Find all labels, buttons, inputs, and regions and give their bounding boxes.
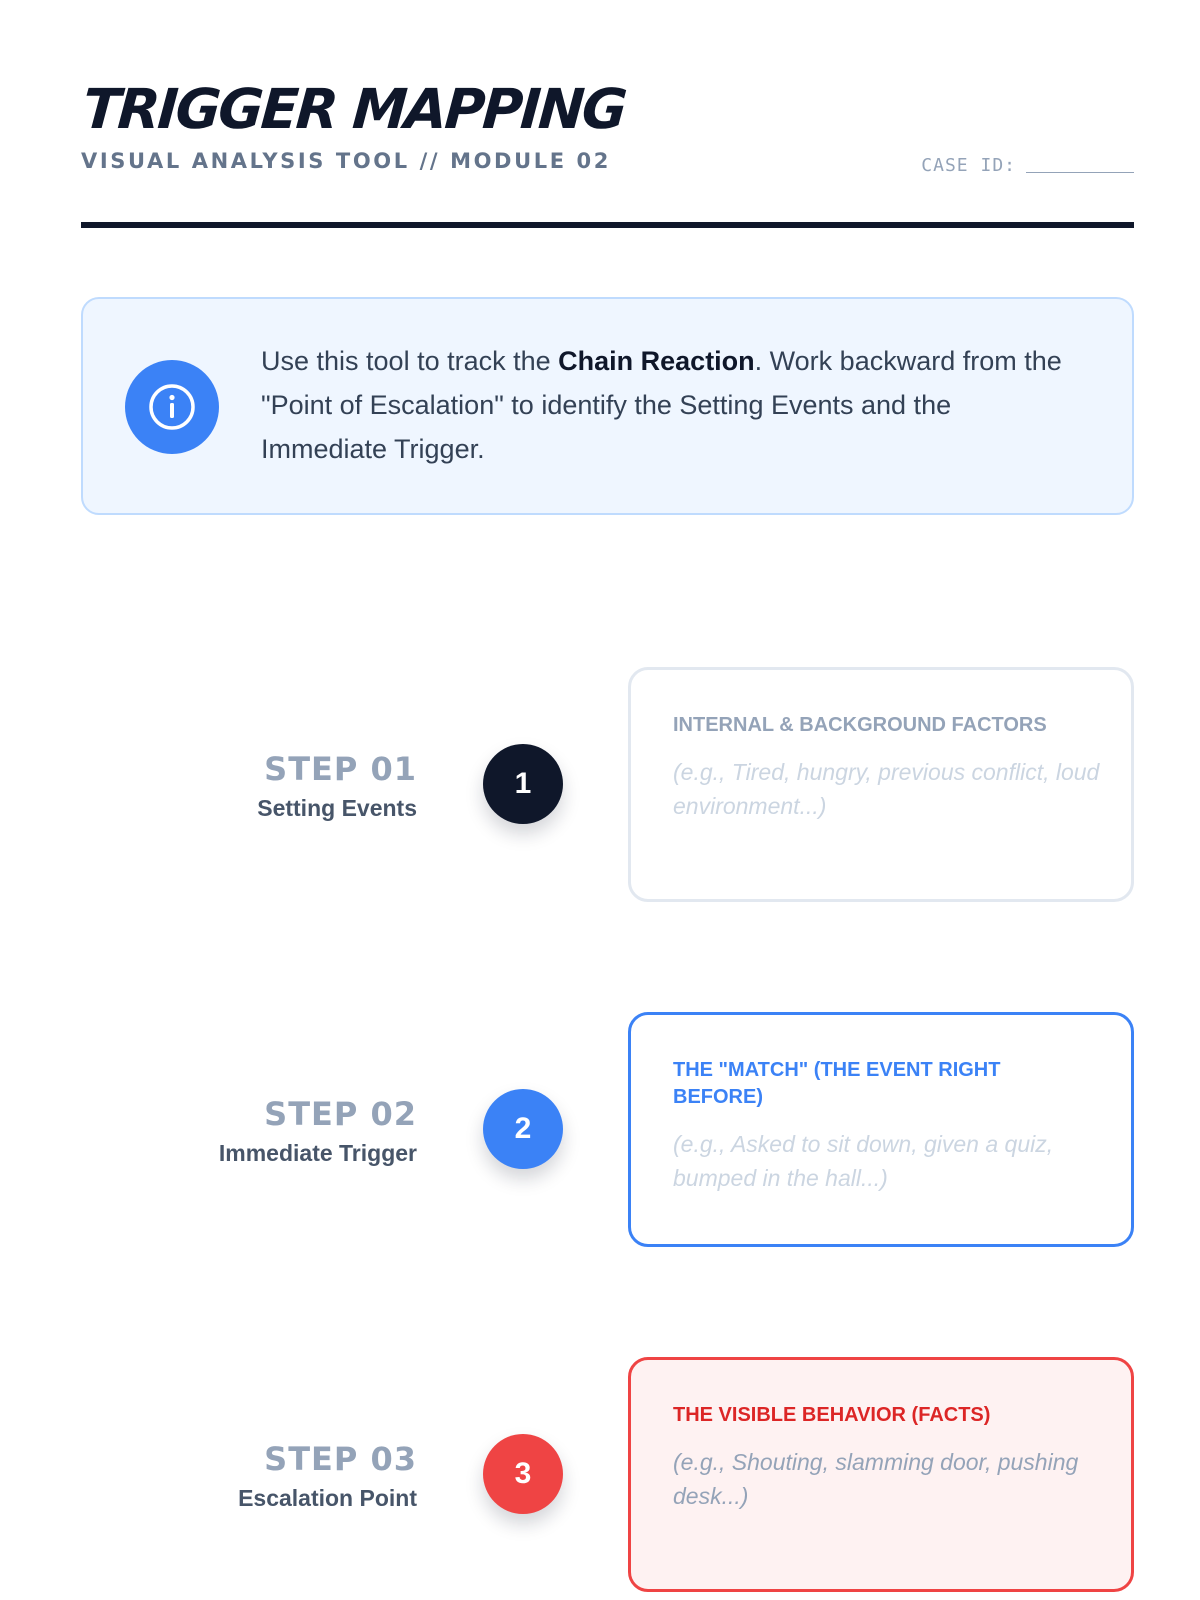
card-placeholder: (e.g., Asked to sit down, given a quiz, … [673, 1131, 1054, 1191]
step-escalation-point: STEP 03 Escalation Point 3 THE VISIBLE B… [0, 1357, 1200, 1592]
case-id-blank-line[interactable] [1026, 172, 1134, 173]
step-circle: 2 [483, 1089, 563, 1169]
step-setting-events: STEP 01 Setting Events 1 INTERNAL & BACK… [0, 667, 1200, 902]
info-text-emphasis: Chain Reaction [558, 346, 755, 376]
step-immediate-trigger: STEP 02 Immediate Trigger 2 THE "MATCH" … [0, 1012, 1200, 1247]
info-text: Use this tool to track the Chain Reactio… [261, 339, 1081, 471]
info-text-part: Use this tool to track the [261, 346, 559, 376]
step-number: STEP 01 [264, 750, 417, 788]
info-callout: Use this tool to track the Chain Reactio… [81, 297, 1134, 515]
header-divider [81, 222, 1134, 228]
step-circle: 1 [483, 744, 563, 824]
card-label: INTERNAL & BACKGROUND FACTORS [673, 714, 1047, 736]
case-id-field[interactable]: CASE ID: [921, 155, 1134, 176]
escalation-point-card[interactable]: THE VISIBLE BEHAVIOR (FACTS) (e.g., Shou… [628, 1357, 1134, 1592]
step-label: STEP 03 Escalation Point [238, 1443, 417, 1512]
step-name: Immediate Trigger [218, 1140, 417, 1166]
step-label: STEP 01 Setting Events [257, 753, 417, 822]
case-id-label: CASE ID: [921, 155, 1016, 176]
step-name: Escalation Point [238, 1485, 417, 1511]
card-label: THE "MATCH" (THE EVENT RIGHT BEFORE) [673, 1059, 1001, 1108]
info-text-part: . Work backward from the "Point of Escal… [261, 346, 1062, 464]
setting-events-card[interactable]: INTERNAL & BACKGROUND FACTORS (e.g., Tir… [628, 667, 1134, 902]
page-title: TRIGGER MAPPING [80, 77, 627, 141]
step-label: STEP 02 Immediate Trigger [219, 1098, 417, 1167]
card-placeholder: (e.g., Tired, hungry, previous conflict,… [673, 759, 1100, 819]
card-label: THE VISIBLE BEHAVIOR (FACTS) [673, 1404, 991, 1426]
immediate-trigger-card[interactable]: THE "MATCH" (THE EVENT RIGHT BEFORE) (e.… [628, 1012, 1134, 1247]
step-number: STEP 03 [264, 1440, 417, 1478]
card-placeholder: (e.g., Shouting, slamming door, pushing … [673, 1449, 1079, 1509]
info-icon [125, 360, 219, 454]
step-name: Setting Events [257, 795, 417, 821]
page-subtitle: VISUAL ANALYSIS TOOL // MODULE 02 [81, 149, 611, 173]
page-header: TRIGGER MAPPING VISUAL ANALYSIS TOOL // … [80, 77, 1134, 176]
step-number: STEP 02 [264, 1095, 417, 1133]
step-circle: 3 [483, 1434, 563, 1514]
